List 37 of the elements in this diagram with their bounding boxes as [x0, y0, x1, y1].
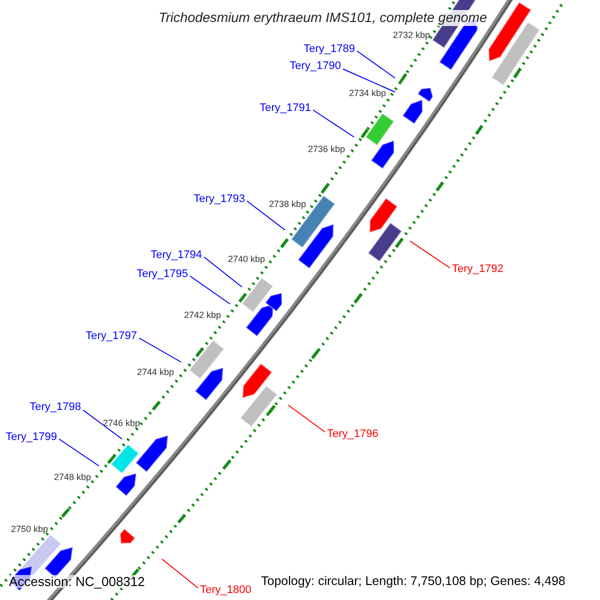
tick-label: 2734 kbp [348, 89, 386, 98]
leader-line [162, 558, 198, 588]
tick-label: 2742 kbp [184, 311, 221, 320]
tick-label: 2732 kbp [392, 31, 430, 40]
leader-line [82, 410, 122, 440]
leader-line [58, 438, 100, 466]
gene-label: Tery_1793 [194, 194, 245, 205]
leader-line [312, 110, 354, 138]
leader-line [342, 68, 396, 92]
gene-label: Tery_1789 [304, 44, 355, 55]
gene-label: Tery_1798 [30, 402, 81, 413]
tick-label: 2750 kbp [10, 525, 48, 534]
gene-label: Tery_1795 [136, 269, 188, 280]
gene-label: Tery_1790 [290, 61, 341, 72]
leader-line [246, 200, 286, 230]
leader-line [138, 338, 182, 362]
gene-label: Tery_1796 [327, 429, 378, 440]
leader-line [204, 256, 242, 288]
tick-label: 2740 kbp [228, 255, 265, 264]
gene-label: Tery_1800 [200, 585, 252, 596]
gene-label: Tery_1797 [86, 331, 137, 342]
tick-label: 2746 kbp [102, 419, 140, 428]
gene-label: Tery_1792 [452, 264, 504, 275]
diagram-title: Trichodesmium erythraeum IMS101, complete genome [156, 10, 489, 26]
tick-label: 2736 kbp [308, 145, 345, 154]
gene-label: Tery_1794 [150, 250, 202, 261]
gene-label: Tery_1791 [260, 103, 311, 114]
tick-label: 2744 kbp [136, 368, 174, 377]
genome-summary: Topology: circular; Length: 7,750,108 bp; Genes: 4,498 [261, 575, 566, 588]
leader-line [410, 240, 450, 268]
tick-label: 2738 kbp [268, 200, 306, 209]
tick-label: 2748 kbp [54, 473, 91, 482]
leader-line [356, 50, 396, 78]
gene-label: Tery_1799 [6, 432, 57, 443]
accession-label: Accession: NC_008312 [9, 575, 145, 588]
leader-line [288, 404, 326, 432]
leader-line [190, 276, 230, 304]
